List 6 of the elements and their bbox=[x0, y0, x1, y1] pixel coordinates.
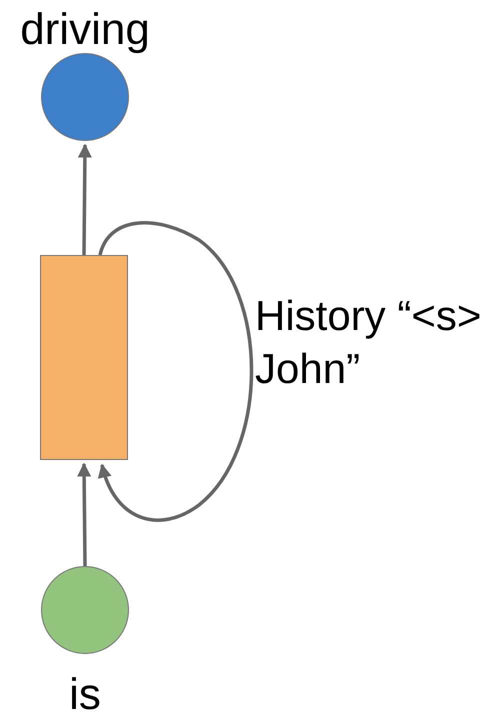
rectangle-box bbox=[40, 255, 128, 460]
node-label: driving bbox=[19, 8, 151, 52]
arrow bbox=[98, 221, 254, 522]
node-label: is bbox=[68, 673, 102, 717]
arrow bbox=[77, 462, 92, 566]
arrow bbox=[78, 144, 92, 256]
